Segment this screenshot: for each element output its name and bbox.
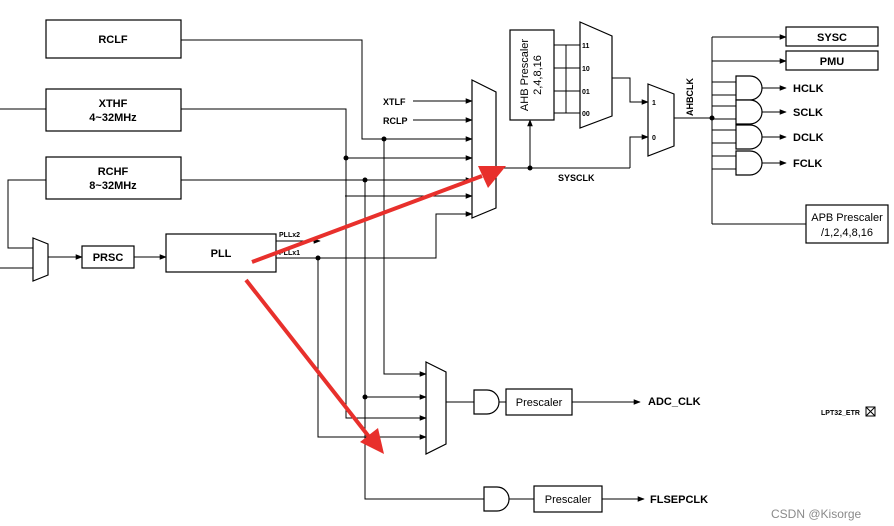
rchf-label: RCHF — [98, 166, 129, 178]
pmu-label: PMU — [820, 56, 845, 68]
dclk-label: DCLK — [793, 132, 824, 144]
xtlf-label: XTLF — [383, 97, 406, 107]
lpt32-etr-label: LPT32_ETR — [821, 410, 860, 417]
prsc-label: PRSC — [93, 252, 124, 264]
pmu-block: PMU — [785, 50, 879, 71]
flsep-prescaler-block: Prescaler — [533, 485, 603, 513]
ahb-prescaler-block: AHB Prescaler 2,4,8,16 — [509, 29, 555, 121]
ahbclk-select-mux — [647, 83, 675, 157]
flsepclk-label: FLSEPCLK — [650, 494, 708, 506]
hclk-label: HCLK — [793, 83, 824, 95]
sclk-gate: SCLK — [712, 99, 823, 125]
adc-prescaler-label: Prescaler — [516, 397, 563, 409]
apb-prescaler-ratios: /1,2,4,8,16 — [821, 227, 873, 239]
apb-prescaler-label: APB Prescaler — [811, 212, 883, 224]
rchf-to-prsc-mux-wire — [7, 179, 46, 249]
flsep-prescaler-label: Prescaler — [545, 494, 592, 506]
sysclk-mux — [471, 79, 497, 219]
adc-and-gate — [473, 389, 500, 415]
ahb-sel-10: 10 — [582, 66, 590, 73]
flsep-and-gate — [483, 486, 510, 512]
xthf-label: XTHF — [99, 98, 128, 110]
dclk-gate: DCLK — [712, 124, 824, 150]
rclf-wire — [181, 39, 473, 142]
ahbclk-label: AHBCLK — [685, 78, 695, 116]
rclf-to-adc-mux-wire — [383, 139, 427, 377]
prsc-block: PRSC — [81, 245, 135, 269]
sclk-label: SCLK — [793, 107, 823, 119]
sysc-label: SYSC — [817, 32, 847, 44]
adc-prescaler-block: Prescaler — [505, 388, 573, 416]
pllx1-to-sys-mux-wire — [276, 211, 473, 259]
xthf-to-adc-mux-wire — [345, 158, 427, 421]
pll-label: PLL — [211, 248, 232, 260]
ahb-sel-11: 11 — [582, 43, 590, 50]
prsc-input-mux — [32, 237, 49, 282]
annotation-arrow-pll-to-sysclk — [251, 166, 506, 264]
apb-prescaler-block: APB Prescaler /1,2,4,8,16 — [805, 204, 889, 244]
sysclk-label: SYSCLK — [558, 173, 595, 183]
annotation-arrow-pll-to-adc — [244, 278, 384, 454]
xthf-range: 4~32MHz — [89, 112, 137, 124]
adc-clock-mux — [425, 361, 447, 455]
rclp-label: RCLP — [383, 116, 408, 126]
rchf-range: 8~32MHz — [89, 180, 137, 192]
ahb-prescaler-out-wires — [554, 44, 580, 114]
hclk-gate: HCLK — [712, 75, 824, 101]
rclf-label: RCLF — [98, 34, 128, 46]
ahb-select-mux — [579, 21, 613, 129]
ahb-sel-00: 00 — [582, 111, 590, 118]
rchf-block: RCHF 8~32MHz — [45, 156, 182, 200]
flsep-input-wire — [364, 397, 484, 500]
pllx1-label: PLLx1 — [279, 250, 300, 257]
ahb-sel-01: 01 — [582, 89, 590, 96]
lpt32-etr-pin-icon — [865, 406, 876, 417]
final-sel-0: 0 — [652, 135, 656, 142]
ahb-prescaler-ratios: 2,4,8,16 — [532, 55, 544, 95]
pll-to-adc-mux-wire — [317, 258, 427, 440]
junction-dot — [709, 115, 715, 121]
rchf-to-adc-mux-wire — [364, 180, 427, 400]
pll-block: PLL — [165, 233, 277, 273]
sysc-block: SYSC — [785, 26, 879, 47]
rclf-block: RCLF — [45, 19, 182, 59]
adc-clk-label: ADC_CLK — [648, 396, 701, 408]
ahb-sel-to-final-wire — [612, 77, 649, 105]
fclk-label: FCLK — [793, 158, 822, 170]
watermark: CSDN @Kisorge — [771, 507, 862, 521]
fclk-gate: FCLK — [712, 150, 822, 176]
sysclk-to-final-wire — [629, 134, 649, 168]
pllx2-label: PLLx2 — [279, 232, 300, 239]
final-sel-1: 1 — [652, 100, 656, 107]
xthf-block: XTHF 4~32MHz — [45, 88, 182, 132]
xthf-wire — [181, 108, 473, 161]
ahb-prescaler-label: AHB Prescaler — [519, 39, 531, 111]
